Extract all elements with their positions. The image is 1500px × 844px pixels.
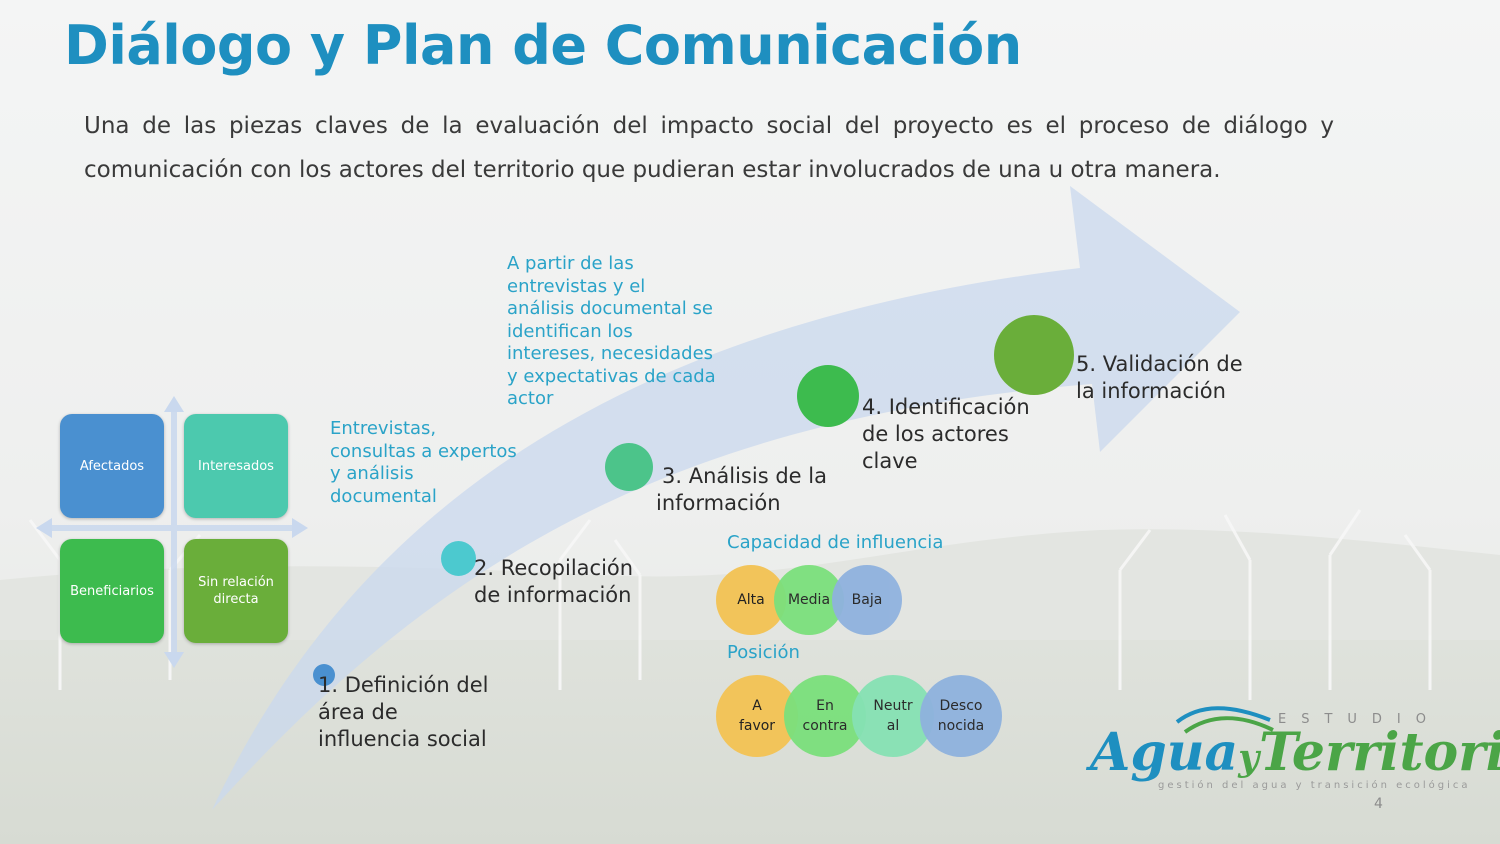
quadrant-label: Interesados [198,458,274,474]
step-2-label: 2. Recopilación de información [474,556,634,607]
position-title: Posición [727,642,800,663]
influence-baja: Baja [832,565,902,635]
quadrant-label: Beneficiarios [70,583,154,599]
step-4-label: 4. Identificación de los actores clave [862,395,1030,473]
page-title: Diálogo y Plan de Comunicación [64,14,1022,77]
logo-waves-icon [1175,706,1274,734]
position-desconocida: Desconocida [920,675,1002,757]
logo-estudio: ESTUDIO [1278,712,1441,727]
position-label: Desconocida [937,698,985,734]
logo-y: y [1238,737,1260,779]
step-3-dot [605,443,653,491]
position-label: Neutral [873,698,913,734]
influence-alta: Alta [716,565,786,635]
quadrant-interesados: Interesados [184,414,288,518]
logo-agua: Agua [1090,722,1239,783]
step-4-dot [797,365,859,427]
note-recopilacion: Entrevistas, consultas a expertos y anál… [330,418,517,507]
step-5-dot [994,315,1074,395]
influence-title: Capacidad de influencia [727,532,944,553]
note-analisis: A partir de las entrevistas y el análisi… [507,253,716,409]
step-5-label: 5. Validación de la información [1076,352,1243,403]
step-3-label: 3. Análisis de la información [656,464,827,515]
influence-label: Baja [851,592,883,608]
step-1-label: 1. Definición del área de influencia soc… [318,673,489,751]
logo-territorio: Territorio [1259,722,1500,783]
step-1-dot [313,664,335,686]
logo-tagline: gestión del agua y transición ecológica [1158,780,1471,791]
page-number: 4 [1374,796,1383,812]
influence-label: Media [787,592,831,608]
logo-name: AguayTerritorio [1090,722,1500,783]
quadrant-label: Sin relación directa [198,575,274,607]
step-2-dot [441,541,476,576]
position-label: A favor [738,698,776,734]
intro-paragraph: Una de las piezas claves de la evaluació… [84,113,1334,183]
position-label: En contra [802,698,848,734]
position-en-contra: En contra [784,675,866,757]
quadrant-sin-relacion: Sin relación directa [184,539,288,643]
influence-label: Alta [737,592,765,608]
quadrant-afectados: Afectados [60,414,164,518]
quadrant-label: Afectados [79,458,145,474]
quadrant-beneficiarios: Beneficiarios [60,539,164,643]
